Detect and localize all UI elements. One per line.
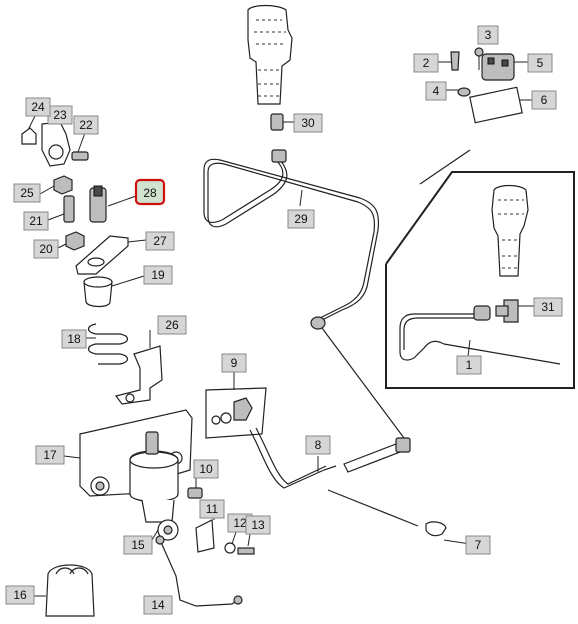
- callout-30[interactable]: 30: [293, 113, 323, 133]
- svg-text:22: 22: [79, 118, 93, 132]
- svg-text:13: 13: [251, 518, 265, 532]
- repair-kit-bag-16: [34, 564, 95, 617]
- svg-text:17: 17: [43, 448, 57, 462]
- svg-text:20: 20: [39, 242, 53, 256]
- callout-10[interactable]: 10: [193, 459, 219, 479]
- bolts-10-13: [187, 478, 255, 555]
- callout-29[interactable]: 29: [287, 209, 315, 229]
- svg-text:31: 31: [541, 300, 555, 314]
- svg-text:15: 15: [131, 538, 145, 552]
- left-small-parts: [21, 109, 107, 251]
- callout-4[interactable]: 4: [425, 81, 447, 101]
- seal-kit-9: [205, 372, 267, 439]
- callout-1[interactable]: 1: [456, 355, 482, 375]
- fitting-30: [270, 113, 294, 131]
- clamp-7: [425, 521, 471, 545]
- callout-23[interactable]: 23: [47, 105, 73, 125]
- svg-text:4: 4: [433, 84, 440, 98]
- svg-text:21: 21: [29, 214, 43, 228]
- svg-text:28: 28: [143, 186, 157, 200]
- hydraulic-pipe-29: [203, 149, 380, 330]
- callout-13[interactable]: 13: [245, 515, 271, 535]
- upper-right-assembly: [450, 47, 523, 124]
- callout-25[interactable]: 25: [13, 183, 41, 203]
- callout-9[interactable]: 9: [221, 353, 247, 373]
- svg-text:14: 14: [151, 598, 165, 612]
- svg-text:26: 26: [165, 318, 179, 332]
- callout-11[interactable]: 11: [199, 499, 225, 519]
- callout-21[interactable]: 21: [23, 211, 49, 231]
- svg-text:29: 29: [294, 212, 308, 226]
- callout-28[interactable]: 28: [134, 178, 166, 206]
- callout-14[interactable]: 14: [143, 595, 173, 615]
- svg-text:10: 10: [199, 462, 213, 476]
- svg-text:19: 19: [151, 268, 165, 282]
- callout-24[interactable]: 24: [25, 97, 51, 117]
- master-cylinder-assembly: [63, 409, 193, 541]
- bracket-26: [114, 330, 163, 405]
- svg-text:16: 16: [13, 588, 27, 602]
- svg-text:5: 5: [537, 56, 544, 70]
- callout-18[interactable]: 18: [61, 329, 87, 349]
- callout-3[interactable]: 3: [477, 25, 499, 45]
- svg-text:2: 2: [423, 56, 430, 70]
- svg-text:24: 24: [31, 100, 45, 114]
- svg-text:11: 11: [206, 502, 219, 516]
- svg-text:9: 9: [231, 356, 238, 370]
- push-rod-14: [155, 535, 243, 607]
- callout-2[interactable]: 2: [413, 53, 439, 73]
- leader-28: [107, 195, 137, 207]
- callout-16[interactable]: 16: [5, 585, 35, 605]
- callout-6[interactable]: 6: [531, 90, 557, 110]
- clutch-pedal-top: [247, 4, 293, 105]
- callout-7[interactable]: 7: [465, 535, 491, 555]
- callout-19[interactable]: 19: [143, 265, 173, 285]
- svg-text:23: 23: [53, 108, 67, 122]
- callout-20[interactable]: 20: [33, 239, 59, 259]
- svg-text:8: 8: [315, 438, 322, 452]
- svg-text:25: 25: [20, 186, 34, 200]
- svg-text:3: 3: [485, 28, 492, 42]
- callout-5[interactable]: 5: [527, 53, 553, 73]
- callout-22[interactable]: 22: [73, 115, 99, 135]
- callout-31[interactable]: 31: [533, 297, 563, 317]
- callout-15[interactable]: 15: [123, 535, 153, 555]
- svg-text:7: 7: [475, 538, 482, 552]
- hose-8: [249, 427, 419, 527]
- callout-27[interactable]: 27: [145, 231, 175, 251]
- callout-8[interactable]: 8: [305, 435, 331, 455]
- svg-text:6: 6: [541, 93, 548, 107]
- svg-text:12: 12: [233, 516, 247, 530]
- svg-text:27: 27: [153, 234, 167, 248]
- inset-detail-box: [385, 171, 575, 389]
- middle-left-parts: [75, 235, 147, 365]
- svg-text:18: 18: [67, 332, 81, 346]
- svg-text:30: 30: [301, 116, 315, 130]
- callout-17[interactable]: 17: [35, 445, 65, 465]
- svg-text:1: 1: [466, 358, 473, 372]
- callout-26[interactable]: 26: [157, 315, 187, 335]
